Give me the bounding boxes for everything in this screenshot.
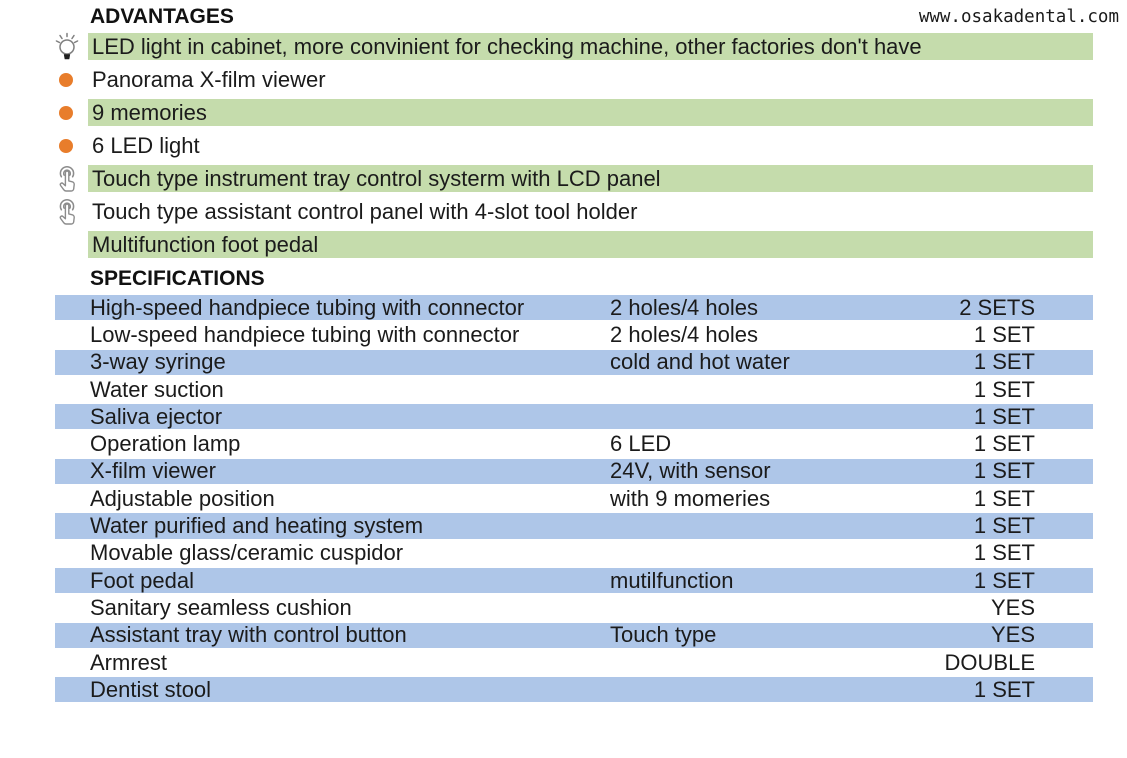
spec-cell-qty: YES — [990, 622, 1035, 648]
spec-cell-detail: with 9 momeries — [610, 485, 771, 511]
spec-table-row: High-speed handpiece tubing with connect… — [55, 294, 1093, 323]
specifications-title: SPECIFICATIONS — [90, 267, 265, 290]
spec-cell-qty: 1 SET — [973, 321, 1035, 347]
spec-table-row: Sanitary seamless cushion YES — [55, 594, 1093, 623]
spec-cell-qty: 1 SET — [973, 458, 1035, 484]
spec-cell-detail: mutilfunction — [610, 567, 734, 593]
spec-table-row: Foot pedal mutilfunction 1 SET — [55, 567, 1093, 596]
spec-table-body: High-speed handpiece tubing with connect… — [55, 294, 1093, 705]
advantages-list: LED light in cabinet, more convinient fo… — [0, 32, 1127, 258]
spec-cell-qty: 1 SET — [973, 540, 1035, 566]
touch-tap-icon — [0, 198, 88, 225]
touch-tap-icon — [0, 165, 88, 192]
spec-cell-item: Dentist stool — [90, 676, 212, 702]
spec-cell-item: Saliva ejector — [90, 403, 223, 429]
advantage-row: Touch type instrument tray control syste… — [0, 165, 1093, 192]
spec-table-row: Assistant tray with control button Touch … — [55, 622, 1093, 650]
advantages-title: ADVANTAGES — [90, 5, 234, 28]
watermark: www.osakadental.com — [918, 7, 1119, 27]
spec-table-row: Saliva ejector 1 SET — [55, 403, 1093, 432]
spec-cell-item: Assistant tray with control button — [90, 622, 407, 648]
spec-cell-detail: 2 holes/4 holes — [610, 321, 758, 347]
advantages-section: ADVANTAGES LED light in cabinet, more co… — [0, 0, 1127, 258]
spec-cell-item: X-film viewer — [90, 458, 216, 484]
spec-cell-item: Low-speed handpiece tubing with connecto… — [90, 321, 520, 347]
spec-cell-item: Water suction — [90, 376, 224, 402]
spec-table-row: Water purified and heating system 1 SET — [55, 513, 1093, 541]
spec-table-row: Adjustable position with 9 momeries 1 SET — [55, 485, 1093, 514]
advantage-text: Multifunction foot pedal — [88, 231, 1093, 258]
spec-cell-item: Sanitary seamless cushion — [90, 594, 352, 620]
spec-table-row: 3-way syringe cold and hot water 1 SET — [55, 349, 1093, 377]
advantage-text: Panorama X-film viewer — [92, 67, 326, 92]
bullet-dot-icon — [0, 66, 88, 93]
spec-table-row: Movable glass/ceramic cuspidor 1 SET — [55, 540, 1093, 568]
spec-cell-item: Foot pedal — [90, 567, 194, 593]
advantage-text: 6 LED light — [92, 133, 200, 158]
advantage-row: Multifunction foot pedal — [0, 231, 1093, 258]
advantage-row: Touch type assistant control panel with … — [0, 198, 1093, 225]
spec-cell-item: Operation lamp — [90, 431, 241, 457]
spec-cell-qty: DOUBLE — [944, 649, 1035, 675]
advantage-row: Panorama X-film viewer — [0, 66, 1093, 93]
spec-cell-detail: 6 LED — [610, 431, 672, 457]
spec-table-row: X-film viewer 24V, with sensor 1 SET — [55, 458, 1093, 487]
spec-table-row: Low-speed handpiece tubing with connecto… — [55, 321, 1093, 350]
spec-cell-qty: 1 SET — [973, 676, 1035, 702]
spec-cell-item: Water purified and heating system — [90, 513, 424, 539]
spec-cell-item: 3-way syringe — [90, 349, 226, 375]
spec-cell-qty: 2 SETS — [959, 294, 1035, 320]
spec-cell-detail: cold and hot water — [610, 349, 790, 375]
spec-table-row: Water suction 1 SET — [55, 376, 1093, 405]
spec-cell-detail: Touch type — [610, 622, 717, 648]
spec-table-row: Dentist stool 1 SET — [55, 676, 1093, 705]
advantage-row: LED light in cabinet, more convinient fo… — [0, 32, 1093, 60]
spec-table-row: Armrest DOUBLE — [55, 649, 1093, 678]
spec-cell-item: Armrest — [90, 649, 167, 675]
advantage-text: 9 memories — [88, 99, 1093, 126]
spec-cell-qty: YES — [990, 594, 1035, 620]
spec-cell-detail: 24V, with sensor — [610, 458, 771, 484]
spec-cell-qty: 1 SET — [973, 376, 1035, 402]
specifications-section: SPECIFICATIONS High-speed handpiece tubi… — [0, 267, 1127, 705]
spec-cell-qty: 1 SET — [973, 431, 1035, 457]
advantage-row: 6 LED light — [0, 132, 1093, 159]
bullet-dot-icon — [0, 99, 88, 126]
spec-cell-detail: 2 holes/4 holes — [610, 294, 758, 320]
lightbulb-icon — [0, 32, 88, 60]
spec-cell-item: High-speed handpiece tubing with connect… — [90, 294, 525, 320]
advantage-text: LED light in cabinet, more convinient fo… — [88, 33, 1093, 60]
spec-cell-item: Movable glass/ceramic cuspidor — [90, 540, 404, 566]
bullet-dot-icon — [0, 132, 88, 159]
spec-cell-item: Adjustable position — [90, 485, 275, 511]
spec-cell-qty: 1 SET — [973, 485, 1035, 511]
spec-cell-qty: 1 SET — [973, 567, 1035, 593]
spec-cell-qty: 1 SET — [973, 349, 1035, 375]
spec-cell-qty: 1 SET — [973, 403, 1035, 429]
advantage-text: Touch type assistant control panel with … — [92, 199, 638, 224]
spec-table-row: Operation lamp 6 LED 1 SET — [55, 431, 1093, 459]
advantage-row: 9 memories — [0, 99, 1093, 126]
no-icon — [0, 231, 88, 258]
advantage-text: Touch type instrument tray control syste… — [88, 165, 1093, 192]
spec-cell-qty: 1 SET — [973, 513, 1035, 539]
